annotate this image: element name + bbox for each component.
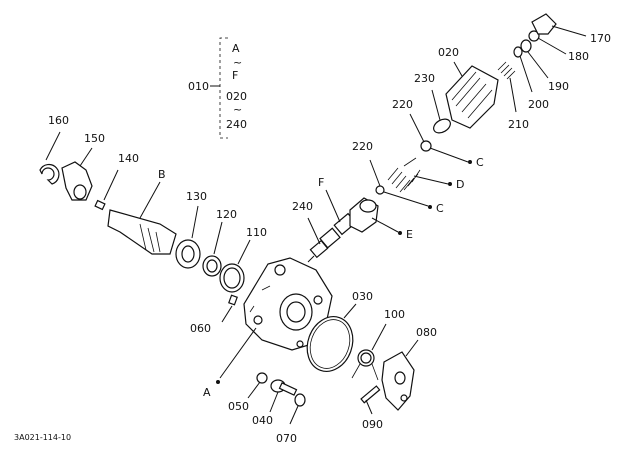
label-d: D xyxy=(456,178,464,191)
group-item-240: 240 xyxy=(226,118,247,131)
label-160: 160 xyxy=(48,114,69,127)
part-ring-190: 190 xyxy=(520,39,569,93)
leader-a: A xyxy=(203,327,257,399)
label-170: 170 xyxy=(590,32,611,45)
label-110: 110 xyxy=(246,226,267,239)
label-220b: 220 xyxy=(392,98,413,111)
label-200: 200 xyxy=(528,98,549,111)
part-washer-220a: 220 C xyxy=(352,140,444,215)
label-030: 030 xyxy=(352,290,373,303)
part-spring-d: D xyxy=(387,157,464,193)
part-o-ring-230: 230 xyxy=(414,72,451,134)
part-pin-090: 090 xyxy=(360,385,383,431)
part-seal-110: 110 xyxy=(219,226,267,293)
part-clip-070: 070 xyxy=(276,393,306,445)
label-150: 150 xyxy=(84,132,105,145)
part-lever-080: 080 xyxy=(381,326,437,411)
label-040: 040 xyxy=(252,414,273,427)
part-washer-180: 180 xyxy=(528,30,589,63)
label-120: 120 xyxy=(216,208,237,221)
part-spring-100: 100 xyxy=(351,308,405,381)
part-lever-150: 150 xyxy=(61,132,105,201)
label-f: F xyxy=(318,176,324,189)
label-060: 060 xyxy=(190,322,211,335)
part-valve-240: 240 xyxy=(292,200,341,263)
label-080: 080 xyxy=(416,326,437,339)
part-cap-170: 170 xyxy=(531,13,611,45)
label-b: B xyxy=(158,168,166,181)
part-shaft-b: B xyxy=(107,168,177,255)
part-body-020: 020 xyxy=(438,46,499,129)
label-a: A xyxy=(203,386,211,399)
label-140: 140 xyxy=(118,152,139,165)
part-o-ring-030: 030 xyxy=(306,290,373,372)
label-c1: C xyxy=(476,156,484,169)
label-130: 130 xyxy=(186,190,207,203)
part-spring-210: 210 xyxy=(497,61,529,131)
label-020: 020 xyxy=(438,46,459,59)
label-220a: 220 xyxy=(352,140,373,153)
label-230: 230 xyxy=(414,72,435,85)
label-090: 090 xyxy=(362,418,383,431)
label-050: 050 xyxy=(228,400,249,413)
part-washer-200: 200 xyxy=(513,46,549,111)
group-item-tilde-1: ~ xyxy=(233,56,242,69)
label-240: 240 xyxy=(292,200,313,213)
label-180: 180 xyxy=(568,50,589,63)
group-bracket: 010 A ~ F 020 ~ 240 xyxy=(188,37,247,139)
part-pin-140: 140 xyxy=(94,152,139,211)
part-ring-120: 120 xyxy=(202,208,237,277)
label-100: 100 xyxy=(384,308,405,321)
part-snap-ring-160: 160 xyxy=(39,114,69,185)
group-item-a: A xyxy=(232,42,240,55)
part-washer-050: 050 xyxy=(228,372,268,413)
label-c2: C xyxy=(436,202,444,215)
label-070: 070 xyxy=(276,432,297,445)
part-housing xyxy=(243,257,333,351)
diagram-code: 3A021-114-10 xyxy=(14,433,71,442)
group-item-f: F xyxy=(232,69,238,82)
label-210: 210 xyxy=(508,118,529,131)
part-bolt-060: 060 xyxy=(190,294,238,335)
label-e: E xyxy=(406,228,413,241)
part-e: E xyxy=(349,197,413,241)
part-pin-040: 040 xyxy=(252,379,298,427)
group-label: 010 xyxy=(188,80,209,93)
group-item-tilde-2: ~ xyxy=(233,103,242,116)
group-item-020: 020 xyxy=(226,90,247,103)
part-washer-220b: 220 C xyxy=(392,98,484,169)
label-190: 190 xyxy=(548,80,569,93)
part-bearing-130: 130 xyxy=(175,190,207,269)
